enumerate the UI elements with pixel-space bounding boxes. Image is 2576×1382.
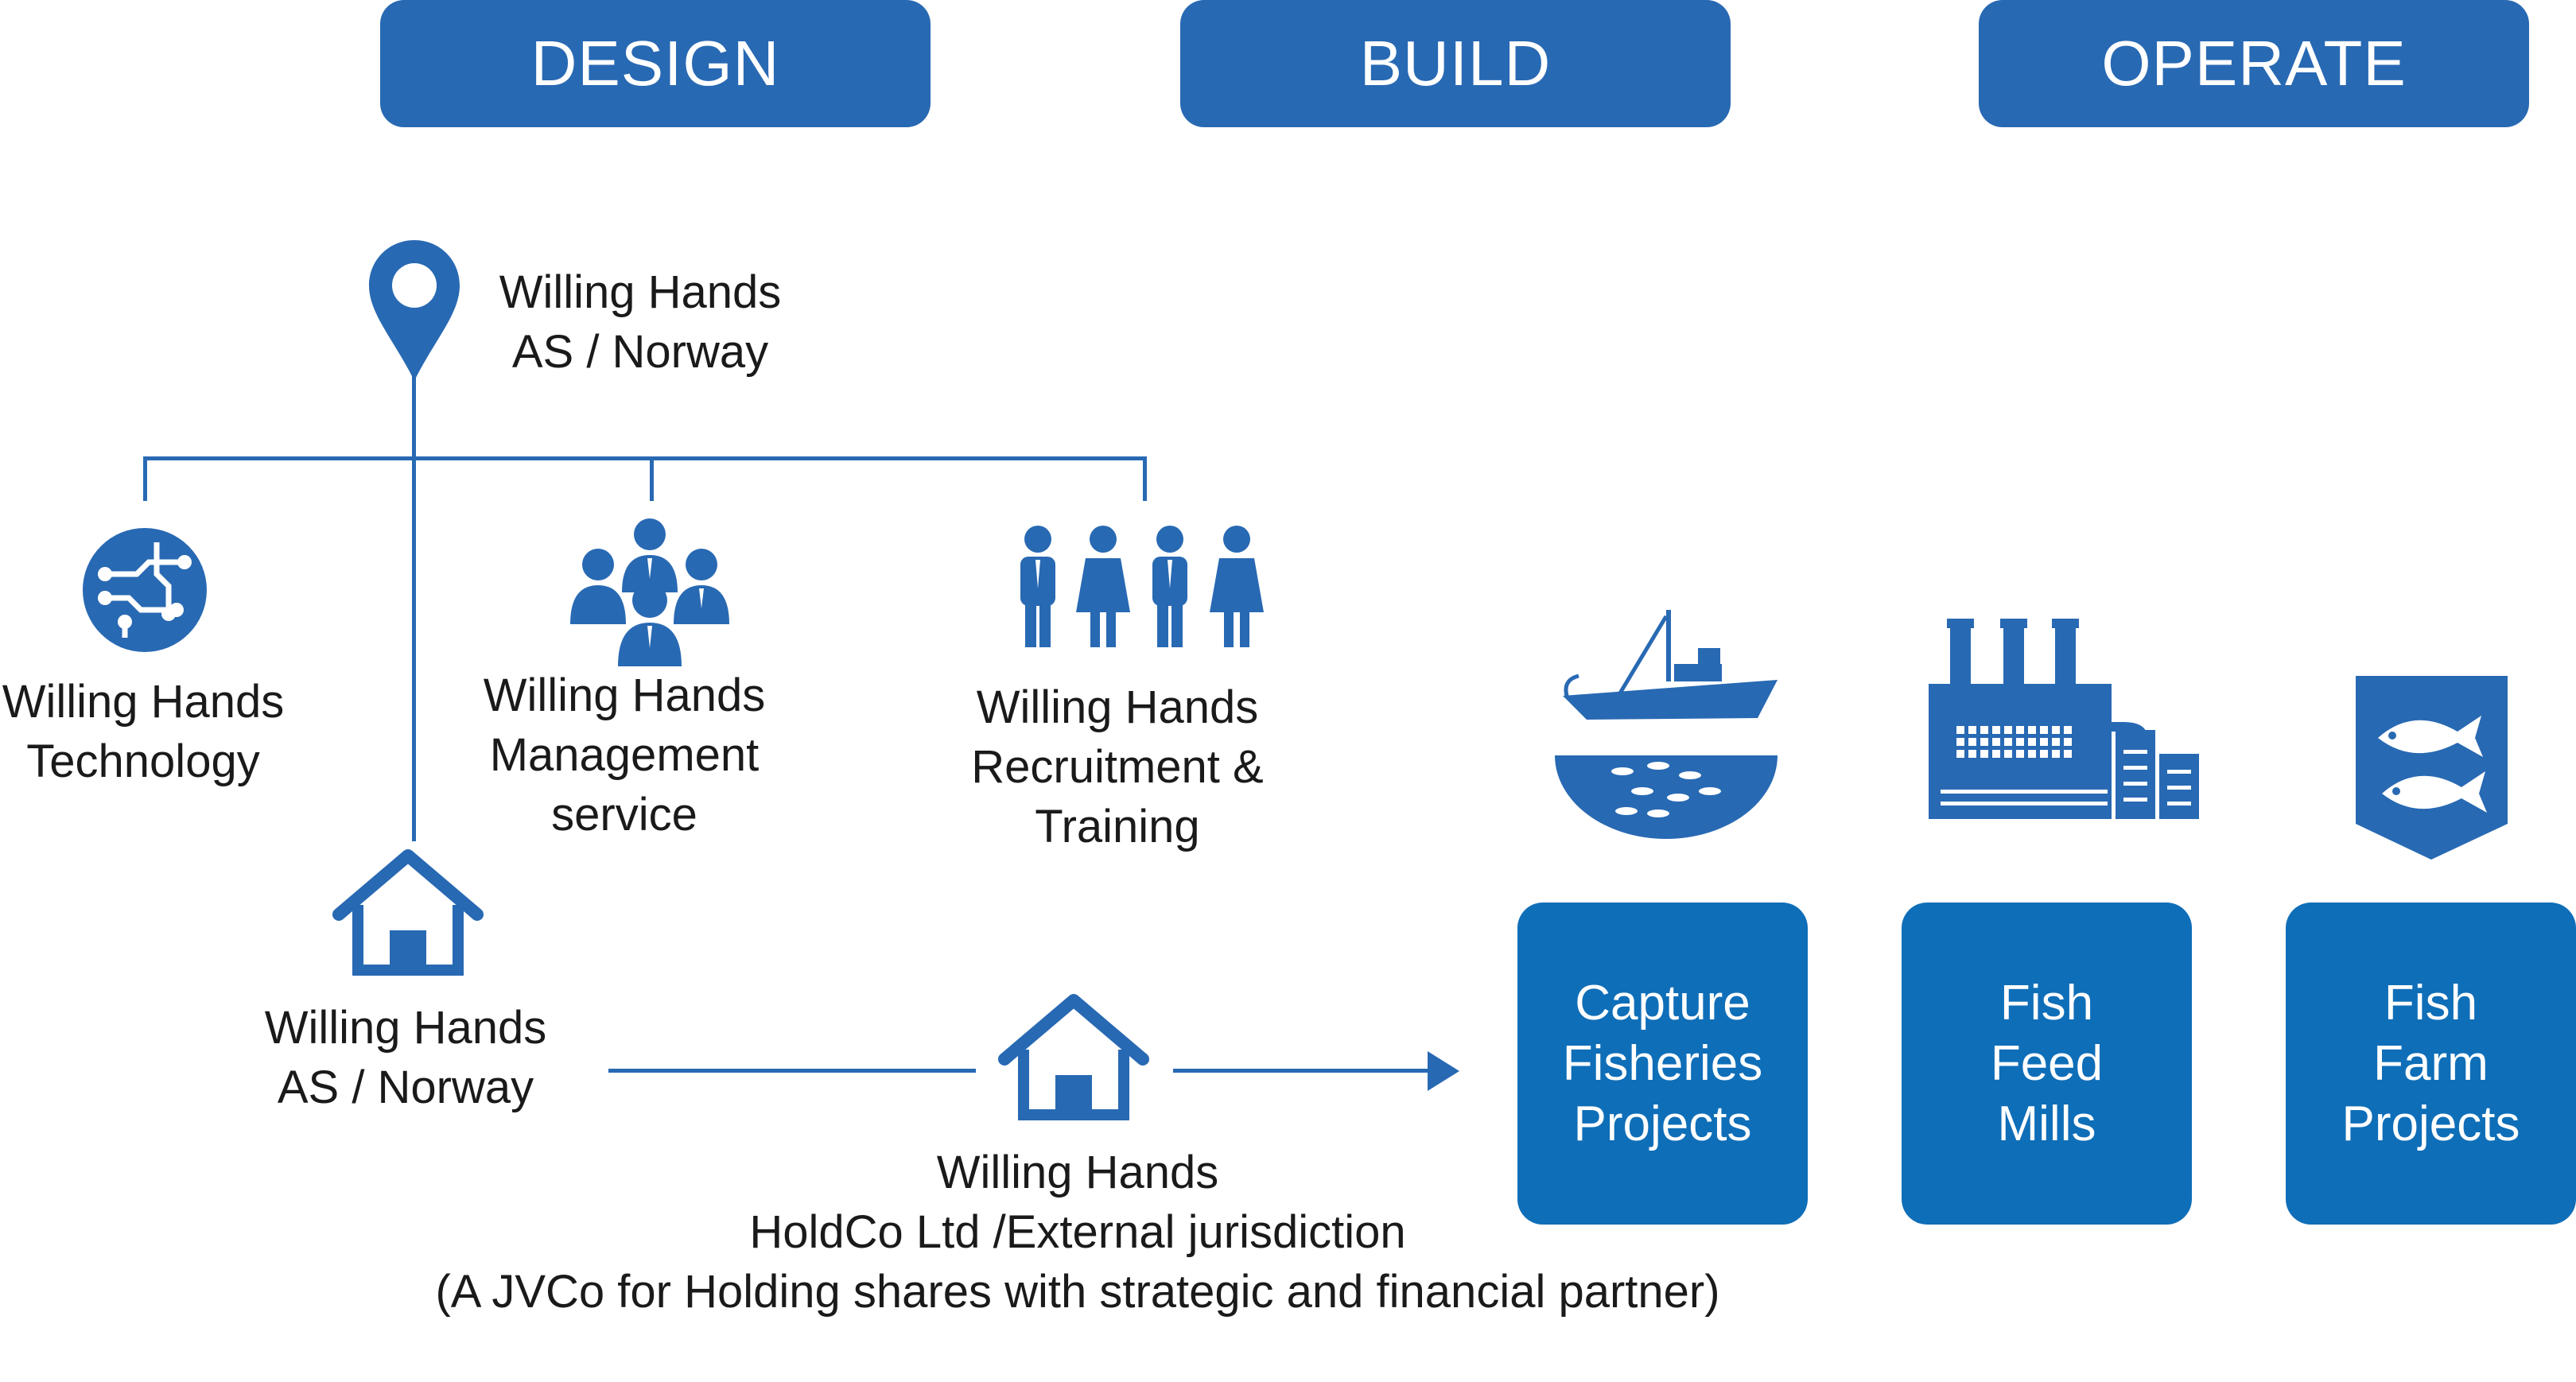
team-group-icon bbox=[570, 518, 729, 666]
fish-feed-mills-box: Fish Feed Mills bbox=[1902, 903, 2192, 1225]
holdco-left-line bbox=[608, 1069, 976, 1073]
capture-fisheries-box: Capture Fisheries Projects bbox=[1517, 903, 1808, 1225]
people-row-icon bbox=[1020, 526, 1264, 647]
build-phase-header: BUILD bbox=[1180, 0, 1731, 127]
branch-drop-management bbox=[650, 456, 654, 501]
house-icon bbox=[332, 849, 484, 976]
fish-farm-icon bbox=[2356, 676, 2508, 860]
fish-farm-projects-box: Fish Farm Projects bbox=[2286, 903, 2576, 1225]
branch-drop-technology bbox=[143, 456, 147, 501]
house-icon bbox=[998, 994, 1149, 1120]
design-phase-header: DESIGN bbox=[380, 0, 931, 127]
factory-icon bbox=[1929, 619, 2199, 819]
root-vertical-line bbox=[412, 350, 416, 841]
location-pin-icon bbox=[369, 240, 460, 381]
operate-phase-header: OPERATE bbox=[1979, 0, 2529, 127]
arrow-head-icon bbox=[1428, 1051, 1459, 1091]
fishing-vessel-icon bbox=[1555, 610, 1778, 839]
holdco-right-line bbox=[1173, 1069, 1451, 1073]
circuit-chip-icon bbox=[83, 528, 207, 652]
branch-drop-recruitment bbox=[1143, 456, 1147, 501]
branch-horizontal-line bbox=[143, 456, 1147, 460]
